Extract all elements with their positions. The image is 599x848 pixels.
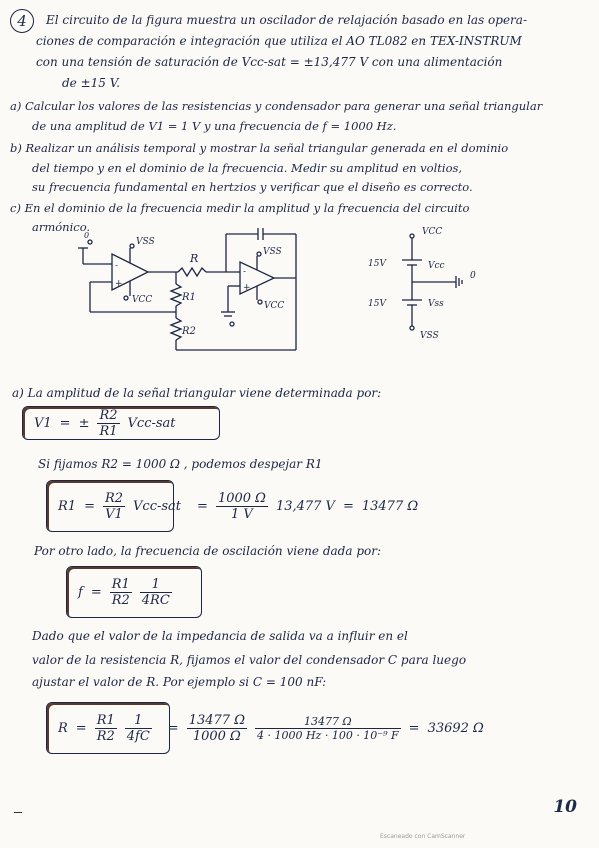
- eq4-fraction-1: R1 R2: [94, 712, 117, 744]
- page-number: 10: [553, 797, 577, 817]
- statement-line-3: con una tensión de saturación de Vcc-sat…: [36, 55, 503, 69]
- item-b-line-2: del tiempo y en el dominio de la frecuen…: [32, 161, 463, 175]
- equation-box-3: [66, 566, 202, 618]
- problem-number: 4: [10, 9, 34, 33]
- impedance-line-1: Dado que el valor de la impedancia de sa…: [32, 629, 408, 643]
- equation-box-1: [22, 406, 220, 440]
- eq3-num2: 1: [139, 577, 172, 593]
- eq1-num: R2: [97, 407, 120, 424]
- eq4-lhs: R: [58, 720, 68, 736]
- eq1-eq: =: [59, 415, 71, 431]
- eq2-num: R2: [102, 490, 126, 507]
- eq3-lhs: f: [78, 584, 83, 600]
- frequency-text: Por otro lado, la frecuencia de oscilaci…: [34, 544, 381, 558]
- oscillator-circuit: VSS VCC R C VSS VCC R1 R2 - + - + 0: [78, 228, 297, 351]
- label-vss-left: VSS: [136, 237, 155, 247]
- eq4-fraction-4: 13477 Ω 4 · 1000 Hz · 100 · 10⁻⁹ F: [254, 715, 401, 742]
- op2-minus: -: [243, 267, 246, 277]
- label-r1: R1: [181, 292, 196, 303]
- eq3-num: R1: [109, 576, 132, 593]
- label-vcc-left: VCC: [132, 295, 152, 305]
- equation-4: R = R1 R2 1 4fC = 13477 Ω 1000 Ω 13477 Ω…: [54, 702, 488, 754]
- equation-box-4: [46, 702, 170, 754]
- impedance-line-3: ajustar el valor de R. Por ejemplo si C …: [32, 675, 327, 689]
- op2-plus: +: [243, 283, 251, 293]
- eq2-eq2: =: [197, 498, 208, 514]
- supply-vcc-mid: Vcc: [428, 261, 445, 271]
- eq4-num3: 13477 Ω: [186, 712, 247, 729]
- eq2-eq: =: [84, 498, 95, 514]
- eq4-num2: 1: [124, 713, 152, 729]
- supply-15v-bot: 15V: [368, 299, 387, 309]
- label-zero-left: 0: [84, 231, 89, 240]
- equation-3: f = R1 R2 1 4RC: [74, 566, 176, 618]
- item-c-line-2: armónico.: [32, 220, 91, 234]
- equation-2: R1 = R2 V1 Vcc-sat = 1000 Ω 1 V 13,477 V…: [54, 480, 422, 532]
- eq4-num4: 13477 Ω: [254, 715, 401, 729]
- item-b-line-3: su frecuencia fundamental en hertzios y …: [32, 180, 473, 194]
- eq2-lhs: R1: [58, 498, 77, 514]
- supply-zero: 0: [470, 271, 476, 281]
- equation-box-2: [46, 480, 174, 532]
- eq2-fraction-1: R2 V1: [102, 490, 126, 522]
- eq4-fraction-3: 13477 Ω 1000 Ω: [186, 712, 247, 744]
- statement-line-2: ciones de comparación e integración que …: [36, 34, 522, 48]
- eq4-num: R1: [94, 712, 117, 729]
- supply-15v-top: 15V: [368, 259, 387, 269]
- item-c-line-1: c) En el dominio de la frecuencia medir …: [10, 201, 470, 215]
- eq3-fraction-1: R1 R2: [109, 576, 132, 608]
- eq2-mid: 13,477 V: [275, 498, 335, 514]
- item-b-line-1: b) Realizar un análisis temporal y mostr…: [10, 141, 509, 155]
- item-a-line-2: de una amplitud de V1 = 1 V y una frecue…: [32, 119, 397, 133]
- eq1-fraction: R2 R1: [97, 407, 120, 439]
- eq1-tail: Vcc-sat: [127, 415, 176, 431]
- fix-r2-text: Si fijamos R2 = 1000 Ω , podemos despeja…: [38, 457, 323, 471]
- eq2-tail: Vcc-sat: [133, 498, 182, 514]
- eq4-fraction-2: 1 4fC: [124, 713, 152, 744]
- eq4-den2: 4fC: [126, 728, 150, 744]
- eq3-eq: =: [90, 584, 102, 600]
- equation-1: V1 = ± R2 R1 Vcc-sat: [30, 406, 180, 440]
- impedance-line-2: valor de la resistencia R, fijamos el va…: [32, 653, 467, 667]
- eq4-result: 33692 Ω: [427, 720, 484, 736]
- supply-circuit: VCC 15V Vcc 15V Vss VSS 0: [368, 227, 476, 340]
- eq4-eq2: =: [167, 720, 179, 736]
- eq2-fraction-2: 1000 Ω 1 V: [215, 490, 268, 522]
- eq4-den4: 4 · 1000 Hz · 100 · 10⁻⁹ F: [256, 728, 399, 742]
- eq4-eq: =: [75, 720, 87, 736]
- scanner-footer: Escaneado con CamScanner: [380, 833, 466, 840]
- eq3-den: R2: [111, 592, 130, 608]
- supply-vss-bot: VSS: [420, 331, 439, 340]
- eq2-den2: 1 V: [231, 506, 253, 522]
- statement-line-1: El circuito de la figura muestra un osci…: [46, 13, 527, 27]
- label-vss-right: VSS: [263, 247, 282, 257]
- op1-minus: -: [115, 261, 118, 271]
- eq2-eq3: =: [342, 498, 354, 514]
- eq1-pm: ±: [78, 415, 90, 431]
- eq4-den: R2: [96, 728, 115, 744]
- statement-line-4: de ±15 V.: [62, 76, 121, 90]
- eq1-lhs: V1: [34, 415, 52, 431]
- eq2-den: V1: [105, 506, 123, 522]
- supply-vcc-top: VCC: [422, 227, 442, 237]
- eq2-result: 13477 Ω: [361, 498, 419, 514]
- eq1-den: R1: [99, 423, 118, 439]
- op1-plus: +: [115, 279, 123, 289]
- label-vcc-right: VCC: [264, 301, 284, 311]
- label-r2: R2: [181, 326, 196, 337]
- solution-a-intro: a) La amplitud de la señal triangular vi…: [12, 386, 382, 400]
- label-c: C: [258, 228, 266, 229]
- eq2-num2: 1000 Ω: [215, 490, 268, 507]
- page-rule: [14, 812, 22, 813]
- eq3-fraction-2: 1 4RC: [139, 577, 172, 608]
- label-r: R: [189, 252, 198, 265]
- eq4-eq3: =: [408, 720, 420, 736]
- item-a-line-1: a) Calcular los valores de las resistenc…: [10, 99, 543, 113]
- supply-vss-mid: Vss: [428, 299, 444, 309]
- eq4-den3: 1000 Ω: [192, 728, 241, 744]
- eq3-den2: 4RC: [141, 592, 170, 608]
